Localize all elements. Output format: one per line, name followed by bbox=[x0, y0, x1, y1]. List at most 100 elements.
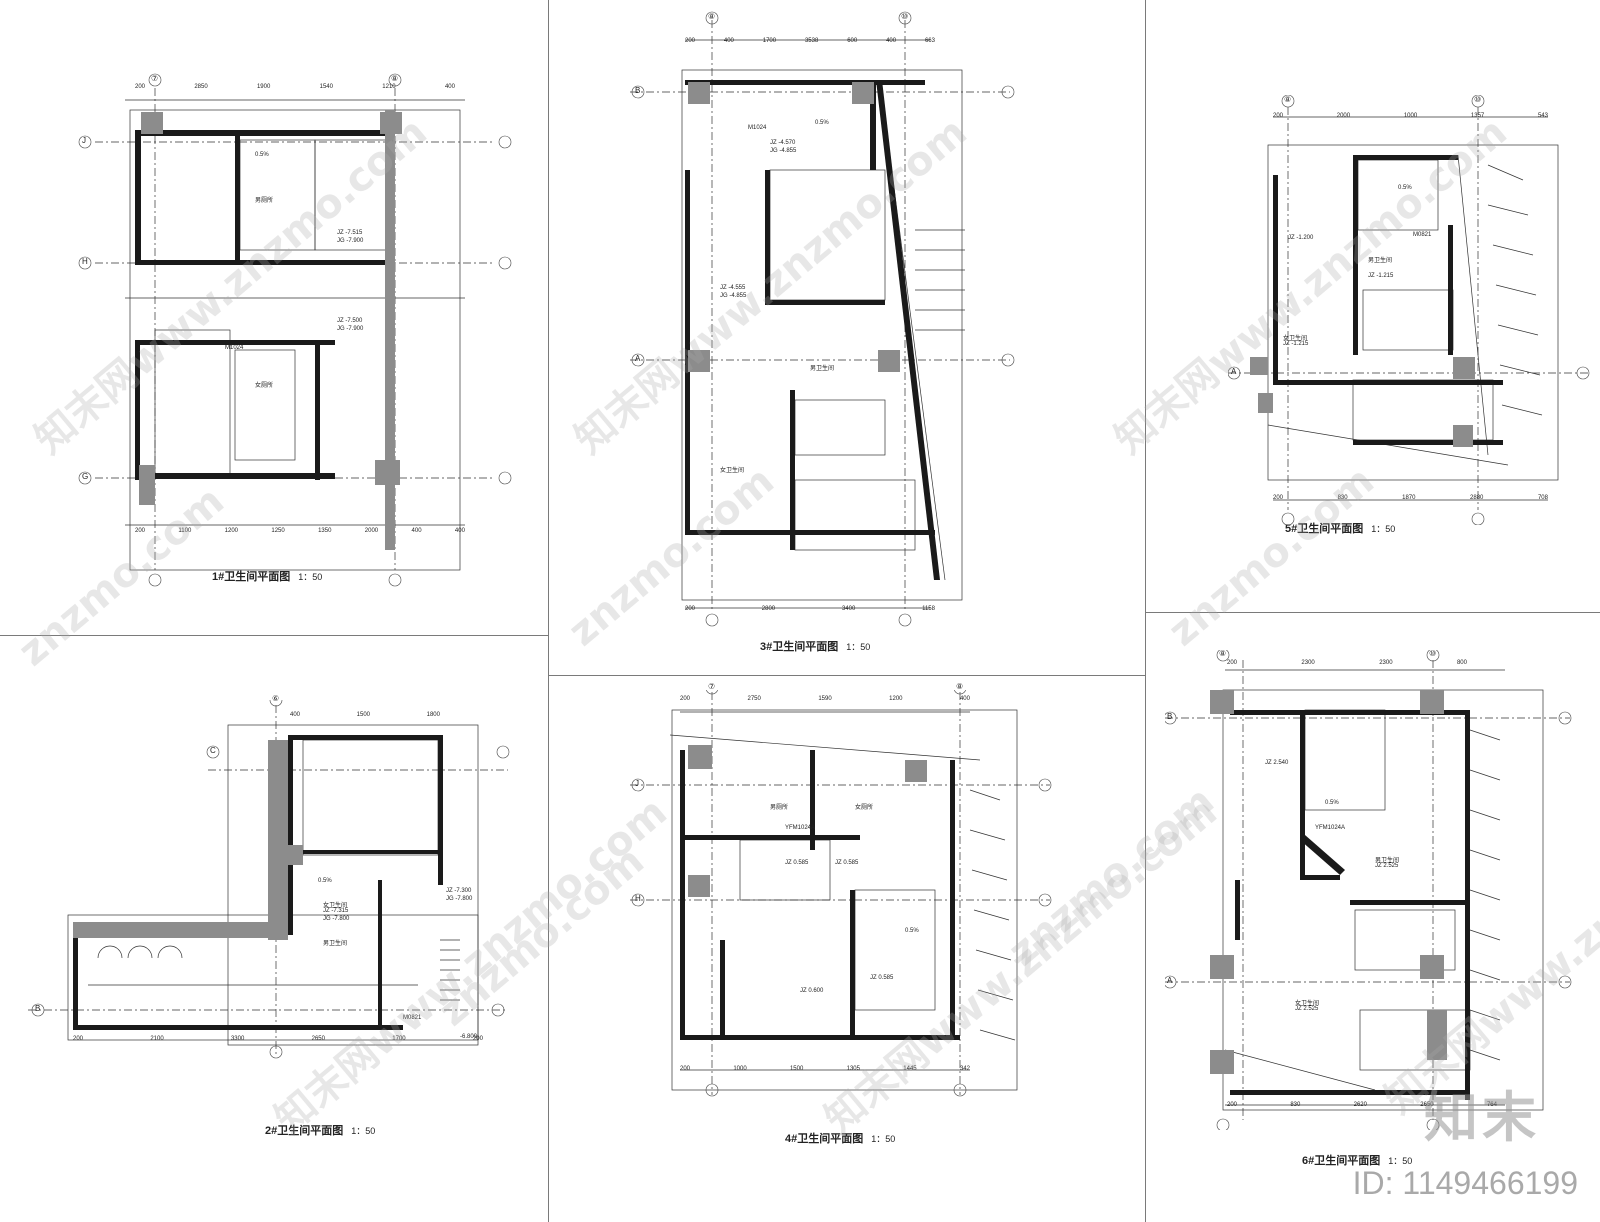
room-label: 男卫生间 bbox=[323, 941, 348, 947]
brand-logo: 知末 bbox=[1424, 1086, 1540, 1149]
level-label: JZ -7.315 bbox=[323, 908, 349, 914]
level-label: JG -7.800 bbox=[323, 916, 350, 922]
room-label: 女卫生间 bbox=[1295, 1001, 1320, 1007]
axis-label: B bbox=[1167, 712, 1173, 721]
dimension: 1357 bbox=[1470, 113, 1485, 119]
level-label: JZ 2.525 bbox=[1295, 1006, 1319, 1012]
axis-label: A bbox=[1167, 976, 1173, 985]
level-label: JG -4.855 bbox=[720, 293, 747, 299]
dimension: 1900 bbox=[256, 84, 271, 90]
dimension: 1250 bbox=[271, 528, 285, 534]
dimension: 1700 bbox=[762, 38, 777, 44]
dimension: 764 bbox=[1486, 1102, 1497, 1108]
panel-scale: 1：50 bbox=[846, 642, 871, 652]
room-label: 男卫生间 bbox=[810, 366, 835, 372]
panel-scale: 1：50 bbox=[351, 1126, 376, 1136]
dimension: 400 bbox=[959, 696, 970, 702]
level-label: JG -4.855 bbox=[770, 148, 797, 154]
dimension: 200 bbox=[685, 606, 696, 612]
panel-title-text: 4#卫生间平面图 bbox=[785, 1133, 864, 1145]
panel-scale: 1：50 bbox=[1371, 524, 1396, 534]
floor-plan-2-drawing bbox=[28, 700, 510, 1059]
axis-label: A bbox=[1231, 367, 1237, 376]
level-label: JZ -4.570 bbox=[770, 140, 796, 146]
door-label: YFM1024A bbox=[785, 825, 816, 831]
axis-label: H bbox=[635, 894, 641, 903]
dimension: 2620 bbox=[1353, 1102, 1367, 1108]
axis-label: B bbox=[35, 1004, 41, 1013]
dimension: 1000 bbox=[733, 1066, 747, 1072]
room-label: 女厕所 bbox=[255, 383, 274, 389]
axis-label: G bbox=[82, 472, 89, 481]
panel-title-text: 5#卫生间平面图 bbox=[1285, 523, 1364, 535]
dimension: 200 bbox=[1227, 1102, 1238, 1108]
axis-label: H bbox=[82, 257, 88, 266]
level-label: -6.800 bbox=[460, 1034, 478, 1040]
dimension: 2650 bbox=[1420, 1102, 1434, 1108]
dimension: 830 bbox=[1337, 495, 1348, 501]
level-label: JZ 0.585 bbox=[785, 860, 809, 866]
dimension: 200 bbox=[472, 1036, 483, 1042]
panel-scale: 1：50 bbox=[1388, 1156, 1413, 1166]
level-label: JZ -1.200 bbox=[1288, 235, 1314, 241]
level-label: JZ 2.540 bbox=[1265, 760, 1289, 766]
dimension: 1100 bbox=[178, 528, 192, 534]
dimension: 1210 bbox=[382, 84, 396, 90]
dimension: 200 bbox=[135, 528, 146, 534]
dimension: 400 bbox=[886, 38, 897, 44]
dimension: 1200 bbox=[889, 696, 903, 702]
dimension: 200 bbox=[1227, 660, 1238, 666]
dimension: 800 bbox=[1456, 660, 1467, 666]
level-label: JG -7.800 bbox=[446, 896, 473, 902]
dimension: 2100 bbox=[150, 1036, 164, 1042]
door-label: M0821 bbox=[1413, 232, 1432, 238]
slope-label: 0.5% bbox=[1398, 185, 1412, 191]
divider-v-right bbox=[1145, 0, 1146, 1222]
dimension: 2880 bbox=[1470, 495, 1484, 501]
dimension: 830 bbox=[1290, 1102, 1301, 1108]
dimension: 200 bbox=[680, 696, 691, 702]
axis-label: ⑥ bbox=[272, 694, 280, 703]
dimension: 2000 bbox=[1336, 113, 1351, 119]
slope-label: 0.5% bbox=[815, 120, 829, 126]
axis-label: ⑧ bbox=[1284, 95, 1292, 104]
dimension: 400 bbox=[454, 528, 465, 534]
dimension: 200 bbox=[1273, 495, 1284, 501]
dimension: 3400 bbox=[841, 606, 856, 612]
dimension: 1500 bbox=[789, 1066, 804, 1072]
dimension: 1700 bbox=[392, 1036, 406, 1042]
room-label: 男厕所 bbox=[770, 805, 789, 811]
panel-title-5: 5#卫生间平面图 1：50 bbox=[1285, 520, 1395, 536]
dimension: 1445 bbox=[903, 1066, 917, 1072]
dimension: 1540 bbox=[319, 84, 333, 90]
room-label: 男卫生间 bbox=[1368, 258, 1393, 264]
floor-plan-6-drawing bbox=[1165, 650, 1572, 1130]
dimension: 600 bbox=[847, 38, 858, 44]
panel-scale: 1：50 bbox=[298, 572, 323, 582]
axis-label: ⑩ bbox=[901, 12, 909, 21]
level-label: JZ -1.215 bbox=[1368, 273, 1394, 279]
axis-label: A bbox=[635, 354, 641, 363]
level-label: JZ -1.215 bbox=[1283, 341, 1309, 347]
level-label: JG -7.900 bbox=[337, 238, 364, 244]
dimension: 200 bbox=[685, 38, 696, 44]
dimension: 342 bbox=[959, 1066, 970, 1072]
axis-label: C bbox=[210, 746, 216, 755]
panel-title-text: 2#卫生间平面图 bbox=[265, 1125, 344, 1137]
level-label: JZ -4.555 bbox=[720, 285, 746, 291]
